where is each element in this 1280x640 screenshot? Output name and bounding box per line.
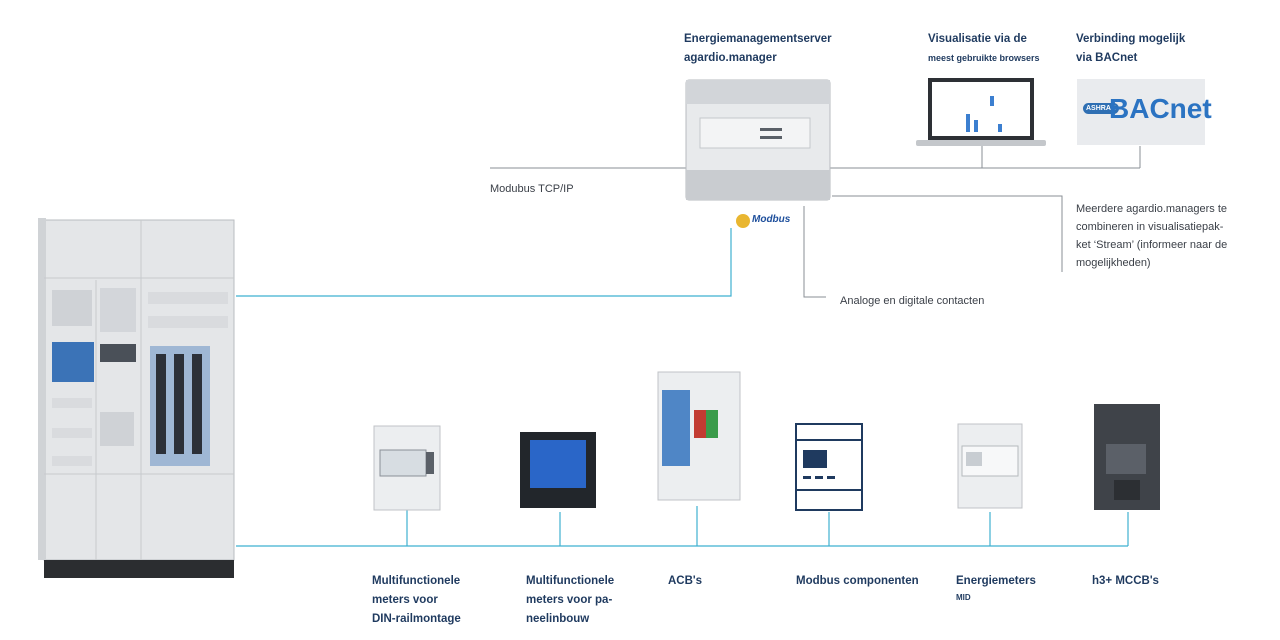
panel-meter xyxy=(520,432,596,508)
bacnet-title: Verbinding mogelijk xyxy=(1076,33,1186,45)
modbus-tcp-label: Modubus TCP/IP xyxy=(490,183,574,195)
device-label-panel-meter: Multifunctionele meters voor pa- neelinb… xyxy=(526,575,615,625)
multi-manager-note: Meerdere agardio.managers te combineren … xyxy=(1076,203,1228,269)
modbus-rtu-line xyxy=(236,228,732,297)
device-label-mccb: h3+ MCCB's xyxy=(1092,575,1159,587)
mccb-device xyxy=(1094,404,1160,510)
multi-manager-link xyxy=(832,195,1063,272)
mid-sublabel: MID xyxy=(956,593,971,602)
server-subtitle: agardio.manager xyxy=(684,52,777,64)
acb-breaker xyxy=(657,371,741,501)
analog-contacts-label: Analoge en digitale contacten xyxy=(840,295,985,307)
device-label-modbus-components: Modbus componenten xyxy=(796,575,919,587)
din-rail-meter xyxy=(373,425,441,511)
energy-meter-device xyxy=(957,423,1023,509)
modbus-component xyxy=(795,423,863,511)
blue-connections xyxy=(236,228,1129,547)
bacnet-subtitle: via BACnet xyxy=(1076,52,1138,64)
server-device xyxy=(685,79,831,201)
bacnet-logo: ASHRAE BACnet xyxy=(1077,79,1212,145)
bacnet-label: Verbinding mogelijk via BACnet xyxy=(1076,30,1185,68)
grey-connections xyxy=(490,146,1141,298)
server-label: Energiemanagementserver agardio.manager xyxy=(684,30,832,68)
bacnet-logo-text: BACnet xyxy=(1109,93,1212,124)
device-label-acb: ACB's xyxy=(668,575,703,587)
visualisation-title: Visualisatie via de xyxy=(928,33,1027,45)
visualisation-label: Visualisatie via de meest gebruikte brow… xyxy=(928,30,1040,68)
switchgear-cabinet xyxy=(38,218,235,578)
modbus-star-icon xyxy=(736,214,750,228)
ashrae-badge: ASHRAE xyxy=(1083,103,1119,114)
server-title: Energiemanagementserver xyxy=(684,33,832,45)
visualisation-subtitle: meest gebruikte browsers xyxy=(928,53,1040,63)
analog-link xyxy=(803,206,826,298)
device-label-din-meter: Multifunctionele meters voor DIN-railmon… xyxy=(372,575,461,625)
modbus-logo-text: Modbus xyxy=(752,214,791,225)
laptop-icon xyxy=(916,78,1046,146)
device-label-energy-meters: Energiemeters MID xyxy=(956,572,1036,605)
